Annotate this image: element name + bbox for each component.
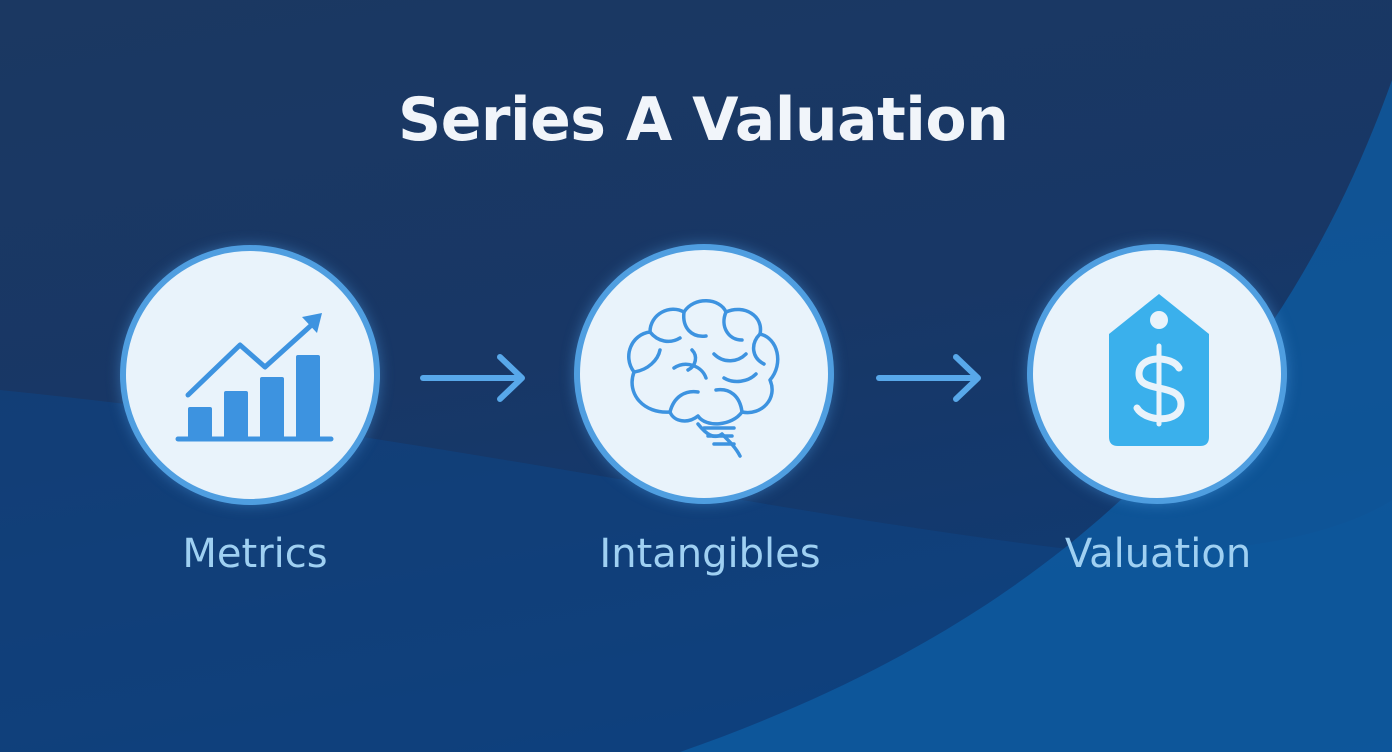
step-label-metrics: Metrics <box>182 531 328 577</box>
step-valuation <box>1027 244 1287 504</box>
right-arrow-icon <box>420 354 525 402</box>
intangibles-circle <box>574 244 834 504</box>
step-metrics <box>120 245 380 505</box>
metrics-circle <box>120 245 380 505</box>
dollar-price-tag-icon <box>1109 294 1209 446</box>
step-label-intangibles: Intangibles <box>599 531 821 577</box>
step-label-valuation: Valuation <box>1064 531 1252 577</box>
brain-icon <box>627 299 780 458</box>
diagram-title: Series A Valuation <box>398 85 1009 155</box>
bar-chart-growth-icon <box>175 313 334 442</box>
step-intangibles <box>574 244 834 504</box>
right-arrow-icon <box>876 354 981 402</box>
